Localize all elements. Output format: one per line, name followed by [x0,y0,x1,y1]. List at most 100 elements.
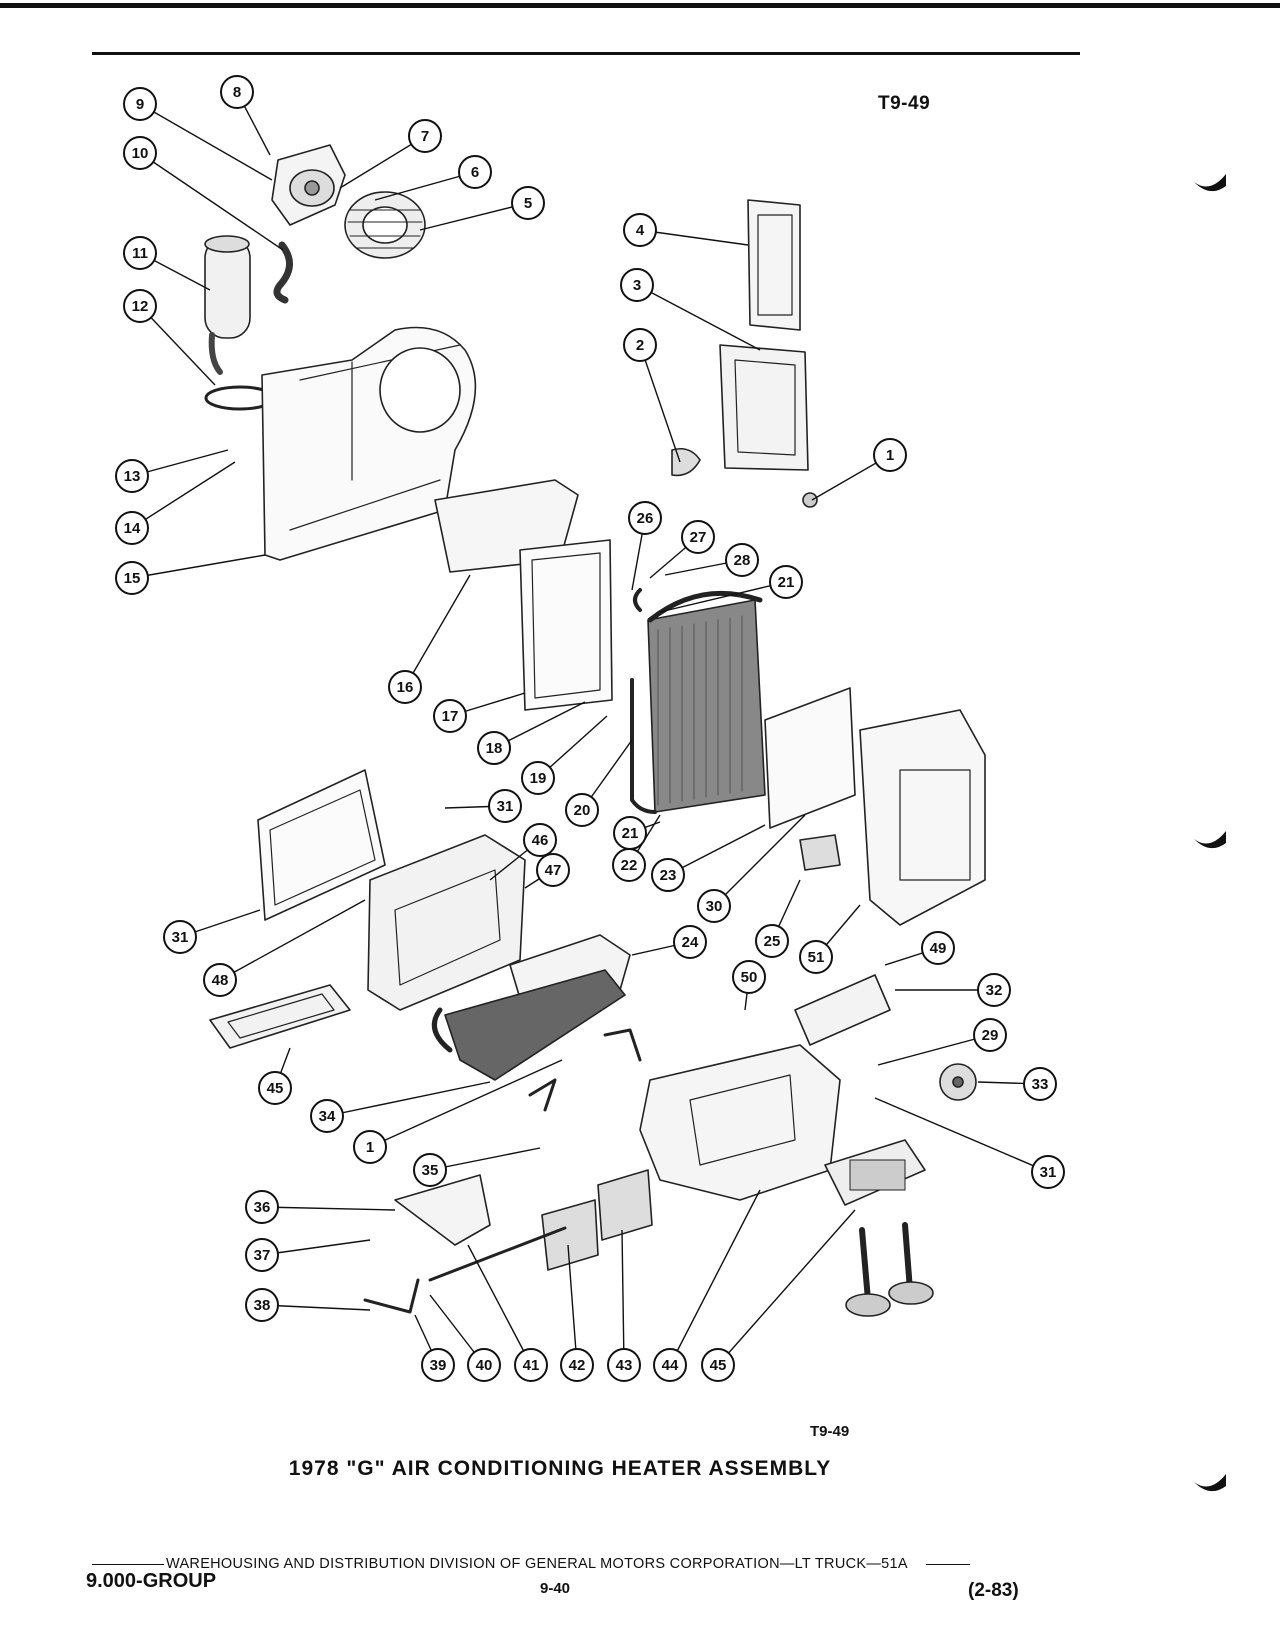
callout-circle [977,973,1011,1007]
callout-number: 27 [690,529,707,546]
callout-4: 4 [623,213,657,247]
figure-id-top: T9-49 [878,93,931,114]
callout-leader-37 [261,1239,371,1256]
callout-number: 21 [622,825,639,842]
callout-circle [245,1238,279,1272]
callout-3: 3 [620,268,654,302]
callout-circle [536,853,570,887]
callout-circle [245,1190,279,1224]
callout-number: 31 [1040,1164,1057,1181]
callout-1: 1 [873,438,907,472]
callout-leader-36 [261,1206,396,1211]
callout-circle [623,328,657,362]
callout-circle [310,1099,344,1133]
callout-leader-2 [639,344,681,463]
callout-8: 8 [220,75,254,109]
callout-leader-15 [131,554,266,579]
callout-number: 43 [616,1357,633,1374]
footer-page-number: 9-40 [540,1580,571,1597]
callout-leader-21 [659,581,787,613]
callout-circle [799,940,833,974]
top-border-rule [0,3,1280,8]
callout-15: 15 [115,561,149,595]
callout-leader-14 [131,461,236,529]
callout-circle [514,1348,548,1382]
callout-number: 3 [633,277,641,294]
callout-circle [258,1071,292,1105]
callout-14: 14 [115,511,149,545]
callout-number: 37 [254,1247,271,1264]
callout-number: 1 [366,1139,374,1156]
callout-number: 46 [532,832,549,849]
callout-22: 22 [612,848,646,882]
callout-number: 9 [136,96,144,113]
callout-number: 20 [574,802,591,819]
callout-number: 33 [1032,1076,1049,1093]
callout-number: 4 [636,222,645,239]
callout-number: 31 [172,929,189,946]
callout-number: 8 [233,84,241,101]
callout-30: 30 [697,889,731,923]
callout-41: 41 [514,1348,548,1382]
footer-revision: (2-83) [968,1580,1019,1601]
callout-28: 28 [725,543,759,577]
callout-number: 44 [662,1357,679,1374]
callout-circle [623,213,657,247]
callout-33: 33 [1023,1067,1057,1101]
callout-leader-44 [669,1189,761,1366]
callout-number: 10 [132,145,149,162]
callout-leader-38 [261,1304,371,1311]
callout-leader-30 [713,814,806,907]
binding-mark-middle [1194,831,1226,849]
callout-35: 35 [413,1153,447,1187]
callout-number: 39 [430,1357,447,1374]
callout-2: 2 [623,328,657,362]
callout-number: 16 [397,679,414,696]
callout-44: 44 [653,1348,687,1382]
callout-circle [511,186,545,220]
callout-leader-10 [139,152,284,251]
callout-10: 10 [123,136,157,170]
callout-number: 30 [706,898,723,915]
callout-47: 47 [536,853,570,887]
callout-circle [769,565,803,599]
footer-rule-left [92,1563,164,1565]
callout-number: 11 [132,245,148,262]
callout-number: 38 [254,1297,271,1314]
callout-leader-16 [404,574,471,688]
callout-36: 36 [245,1190,279,1224]
callout-number: 41 [523,1357,540,1374]
callout-circle [353,1130,387,1164]
callout-circle [123,87,157,121]
callout-31: 31 [163,920,197,954]
callout-number: 40 [476,1357,493,1374]
callout-number: 28 [734,552,751,569]
callout-number: 45 [710,1357,727,1374]
callout-circle [755,924,789,958]
callout-leader-31 [874,1097,1049,1173]
callout-leader-48 [219,899,366,981]
callout-number: 51 [808,949,825,966]
callout-circle [1031,1155,1065,1189]
callout-number: 19 [530,770,547,787]
callout-circle [873,438,907,472]
callout-circle [1023,1067,1057,1101]
callout-leader-12 [139,305,216,386]
callout-number: 49 [930,940,947,957]
callout-number: 6 [471,164,479,181]
callout-number: 48 [212,972,229,989]
header-rule [92,52,1080,55]
figure-id-bottom: T9-49 [810,1423,850,1440]
callout-circle [523,823,557,857]
callout-number: 13 [124,468,141,485]
callout-48: 48 [203,963,237,997]
callout-number: 14 [124,520,141,537]
callout-number: 7 [421,128,429,145]
callout-leader-34 [326,1081,491,1117]
callout-leader-41 [467,1244,532,1366]
callout-circle [612,848,646,882]
callout-45: 45 [701,1348,735,1382]
callout-circle [388,670,422,704]
callout-circle [651,858,685,892]
